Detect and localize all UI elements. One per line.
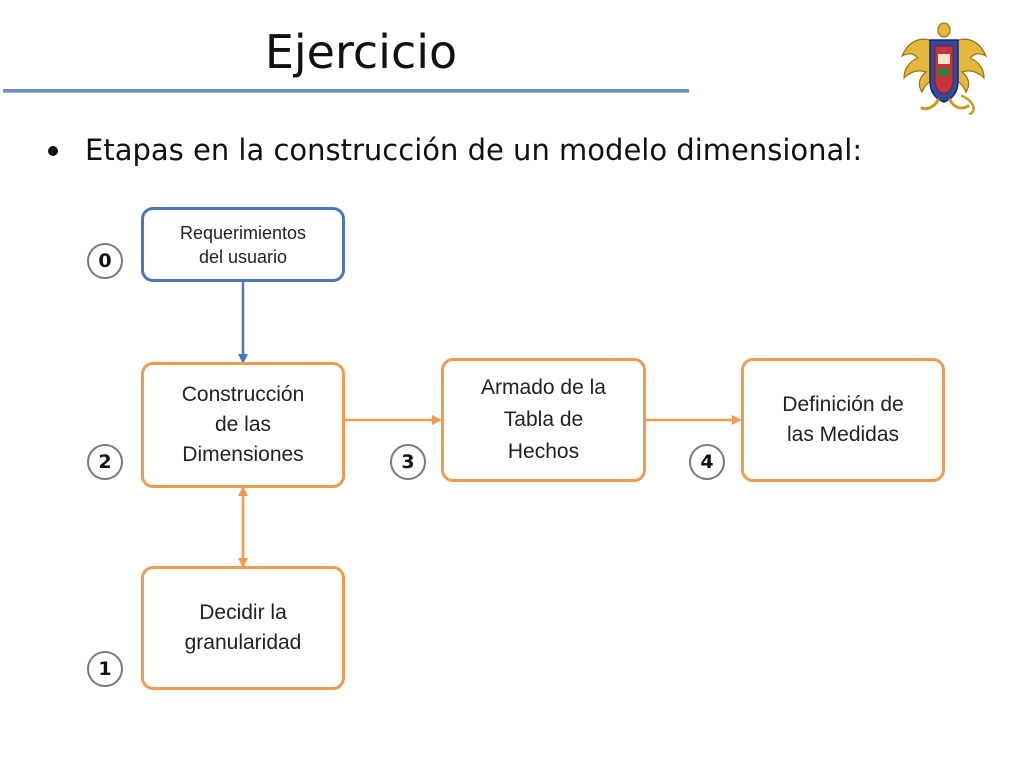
node-requerimientos-label: Requerimientos del usuario (179, 222, 307, 267)
bullet-text: Etapas en la construcción de un modelo d… (85, 133, 863, 167)
step-number-2: 2 (87, 444, 123, 480)
node-requerimientos: Requerimientos del usuario (141, 207, 345, 282)
node-construccion-label: Construcción de las Dimensiones (181, 383, 305, 466)
step-number-4: 4 (689, 444, 725, 480)
node-granularidad: Decidir la granularidad (141, 566, 345, 690)
slide-title: Ejercicio (264, 25, 458, 79)
node-medidas-label: Definición de las Medidas (782, 393, 904, 446)
node-tabla-hechos-label: Armado de la Tabla de Hechos (481, 376, 606, 463)
step-number-3: 3 (390, 444, 426, 480)
university-crest-icon (900, 22, 988, 116)
bullet-dot-icon (48, 146, 58, 156)
bullet-item: Etapas en la construcción de un modelo d… (48, 130, 988, 170)
node-medidas: Definición de las Medidas (741, 358, 945, 482)
node-construccion: Construcción de las Dimensiones (141, 362, 345, 488)
node-granularidad-label: Decidir la granularidad (184, 601, 302, 654)
step-number-0: 0 (87, 243, 123, 279)
step-number-1: 1 (87, 651, 123, 687)
title-underline (3, 89, 689, 93)
node-tabla-hechos: Armado de la Tabla de Hechos (441, 358, 646, 482)
